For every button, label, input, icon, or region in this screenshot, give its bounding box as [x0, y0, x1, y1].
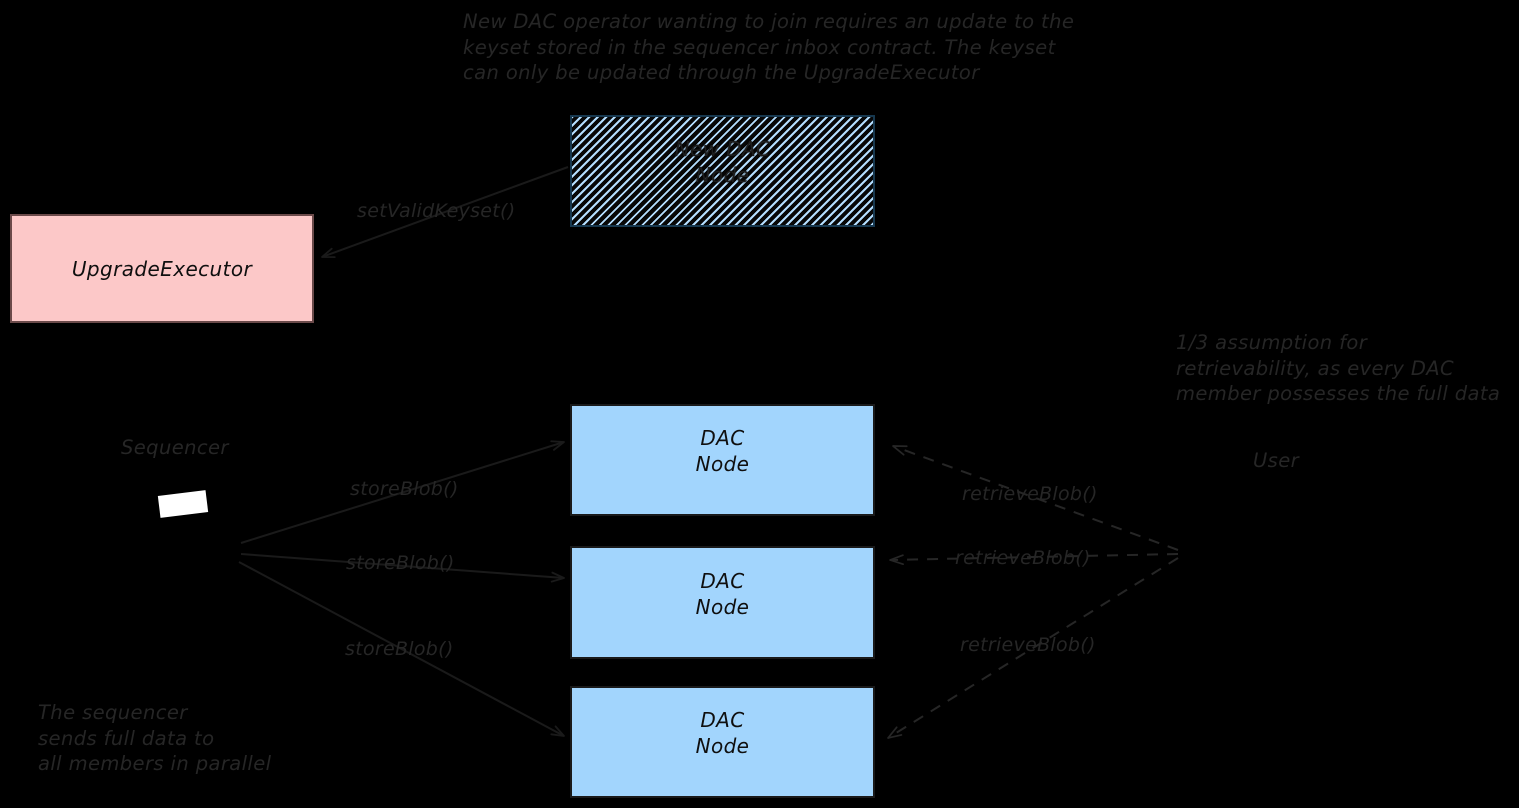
sequencer-label: Sequencer: [121, 436, 229, 459]
edge-label-retrieveblob-1: retrieveBlob(): [962, 483, 1098, 505]
box-dac-node-1-label: DAC Node: [695, 426, 750, 476]
note-sequencer-parallel: The sequencer sends full data to all mem…: [38, 701, 272, 775]
user-label: User: [1253, 449, 1300, 472]
box-new-dac-node-label: New DAC Node: [674, 137, 771, 187]
box-upgrade-executor-label: UpgradeExecutor: [71, 256, 253, 281]
edge-label-retrieveblob-3: retrieveBlob(): [960, 634, 1096, 656]
box-upgrade-executor[interactable]: UpgradeExecutor: [10, 214, 314, 323]
box-dac-node-2[interactable]: DAC Node: [570, 546, 875, 659]
edge-label-storeblob-3: storeBlob(): [345, 638, 454, 660]
edge-label-setvalidkeyset: setValidKeyset(): [357, 200, 516, 222]
box-dac-node-2-label: DAC Node: [695, 568, 750, 619]
edge-label-storeblob-2: storeBlob(): [346, 552, 455, 574]
box-dac-node-3-label: DAC Node: [695, 708, 750, 758]
edge-label-storeblob-1: storeBlob(): [350, 478, 459, 500]
box-dac-node-1[interactable]: DAC Node: [570, 404, 875, 516]
edge-label-retrieveblob-2: retrieveBlob(): [955, 547, 1091, 569]
sequencer-icon: [157, 490, 209, 518]
note-retrievability-assumption: 1/3 assumption for retrievability, as ev…: [1176, 331, 1501, 405]
box-new-dac-node[interactable]: New DAC Node: [570, 115, 875, 227]
note-keyset-update: New DAC operator wanting to join require…: [463, 10, 1075, 84]
box-dac-node-3[interactable]: DAC Node: [570, 686, 875, 798]
